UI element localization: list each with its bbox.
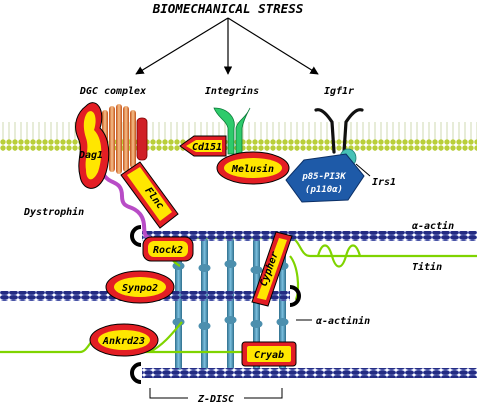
melusin-protein[interactable]: Melusin [216, 151, 290, 185]
rock2-label: Rock2 [153, 245, 183, 256]
actin-filament-top [142, 231, 477, 241]
pi3k-protein[interactable]: p85-PI3K (p110α) [285, 153, 365, 203]
z-disc-rod [250, 238, 263, 370]
alpha-actinin-label: α-actinin [316, 315, 370, 327]
irs1-label: Irs1 [372, 177, 396, 188]
z-disc-rods [172, 238, 289, 370]
igf1r-label: Igf1r [324, 86, 354, 97]
actin-cap [289, 285, 301, 307]
cryab-label: Cryab [254, 350, 284, 361]
titin-label: Titin [412, 261, 442, 273]
actin-filaments [0, 225, 477, 384]
irs1-leader [355, 163, 371, 177]
pi3k-label-line2: (p110α) [305, 185, 343, 195]
melusin-label: Melusin [231, 163, 274, 175]
cryab-protein[interactable]: Cryab [241, 341, 297, 367]
cd151-protein[interactable]: Cd151 [179, 135, 227, 157]
z-disc-rod [224, 238, 237, 370]
titin-filament [289, 255, 300, 301]
dag1-label: Dag1 [78, 150, 103, 161]
alpha-actin-label: α-actin [412, 220, 454, 232]
pi3k-label-line1: p85-PI3K [301, 172, 347, 182]
synpo2-label: Synpo2 [122, 283, 158, 294]
dgc-complex-label: DGC complex [79, 86, 146, 97]
titin-filament [149, 321, 183, 353]
z-disc-rod [198, 238, 211, 370]
actin-cap [130, 362, 142, 384]
actin-cap [130, 225, 142, 247]
rock2-protein[interactable]: Rock2 [142, 236, 194, 262]
dag1-protein[interactable]: Dag1 [75, 102, 110, 189]
stress-arrows [135, 17, 319, 75]
igf1r-receptor [314, 108, 364, 154]
z-disc-bracket [149, 388, 283, 399]
dystrophin [102, 173, 152, 240]
z-disc-label: Z-DISC [197, 394, 234, 405]
cd151-label: Cd151 [192, 142, 222, 153]
cypher-protein[interactable]: Cypher [251, 231, 293, 307]
synpo2-protein[interactable]: Synpo2 [105, 270, 175, 304]
integrins-label: Integrins [205, 85, 259, 97]
titin-filament [316, 244, 362, 268]
ankrd23-protein[interactable]: Ankrd23 [89, 323, 159, 357]
dystrophin-label: Dystrophin [23, 206, 84, 218]
actin-filament-bottom [142, 368, 477, 378]
ankrd23-label: Ankrd23 [102, 336, 145, 347]
flnc-protein[interactable]: Flnc [120, 161, 179, 229]
diagram-title: BIOMECHANICAL STRESS [152, 1, 304, 16]
